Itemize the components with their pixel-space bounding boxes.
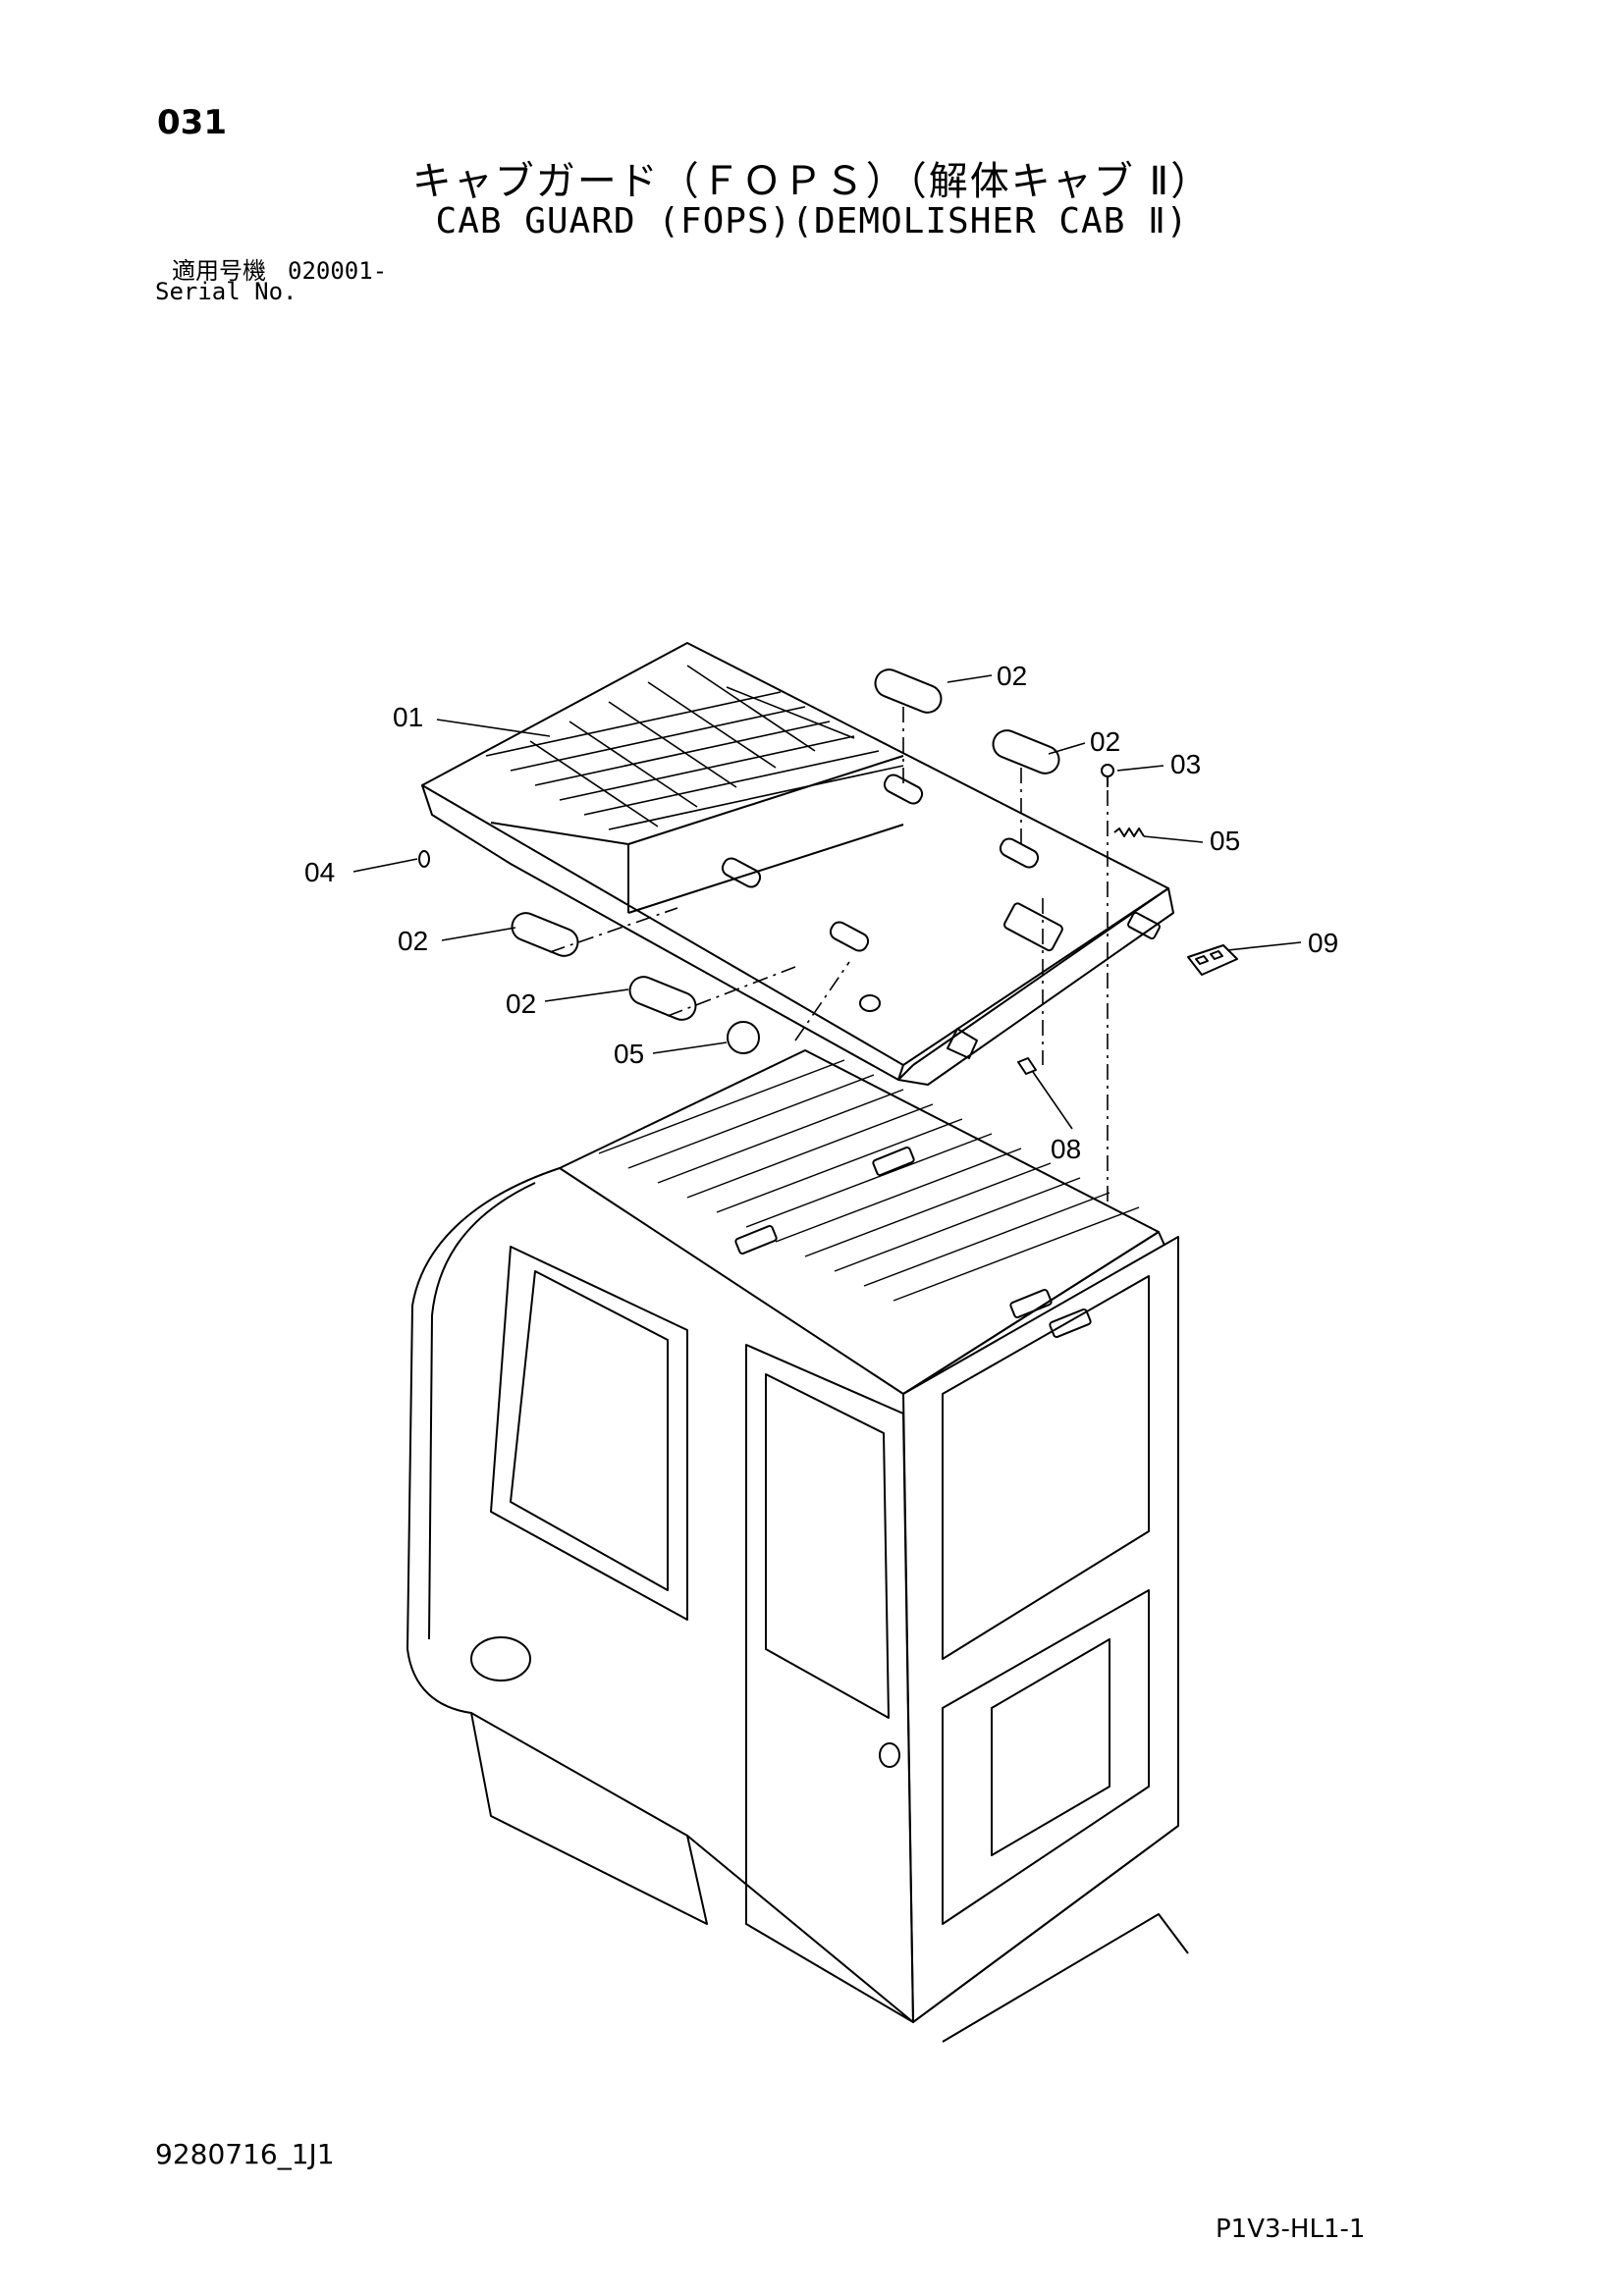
callout-02-lower: 02 bbox=[506, 988, 536, 1019]
callout-01: 01 bbox=[393, 702, 423, 732]
page-number: 031 bbox=[157, 103, 227, 142]
serial-jp-text: 適用号機 bbox=[172, 257, 266, 285]
callout-09: 09 bbox=[1308, 928, 1338, 958]
serial-value: 020001- bbox=[288, 257, 388, 285]
callout-02-left: 02 bbox=[398, 926, 428, 956]
seal-02d bbox=[628, 976, 697, 1021]
callout-02-top: 02 bbox=[997, 661, 1027, 691]
callout-05-spring: 05 bbox=[1210, 826, 1240, 856]
callout-04: 04 bbox=[304, 857, 335, 887]
title-english: CAB GUARD (FOPS)(DEMOLISHER CAB Ⅱ) bbox=[435, 201, 1189, 241]
callout-05-washer: 05 bbox=[614, 1039, 644, 1069]
callout-08: 08 bbox=[1051, 1134, 1081, 1164]
cab-body bbox=[406, 1049, 1189, 2043]
seal-02b bbox=[992, 729, 1060, 774]
callout-03: 03 bbox=[1170, 749, 1201, 779]
title-japanese: キャブガード（ＦＯＰＳ）（解体キャブ Ⅱ） bbox=[411, 159, 1213, 204]
fops-guard-panel bbox=[421, 642, 1174, 1086]
serial-label-en: Serial No. bbox=[155, 278, 298, 305]
page-code: P1V3-HL1-1 bbox=[1216, 2215, 1366, 2244]
serial-label-jp: 適用号機 020001- bbox=[172, 251, 387, 286]
callout-02-upper-right: 02 bbox=[1090, 726, 1120, 757]
seal-02a bbox=[874, 668, 943, 714]
document-code: 9280716_1J1 bbox=[155, 2138, 335, 2170]
seal-02c bbox=[511, 912, 579, 957]
